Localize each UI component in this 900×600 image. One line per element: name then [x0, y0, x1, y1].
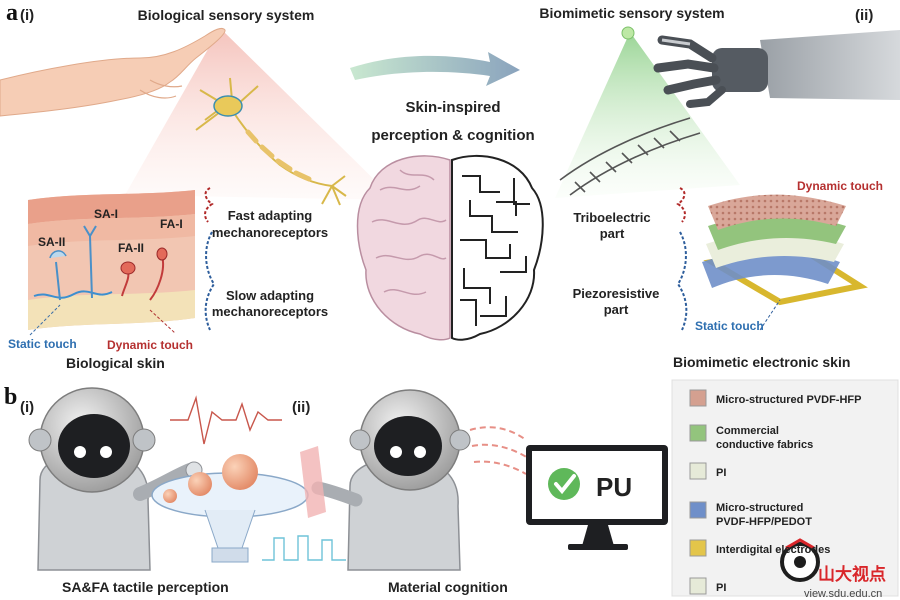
monitor	[526, 445, 668, 550]
brain-illustration	[356, 154, 544, 341]
robot-right-illustration	[311, 389, 471, 571]
legend-label-line2: PVDF-HFP/PEDOT	[716, 516, 812, 528]
biological-skin-label: Biological skin	[66, 355, 165, 371]
legend-rows: Micro-structured PVDF-HFP Commercial condu…	[689, 389, 861, 595]
static-touch-left: Static touch	[8, 337, 77, 351]
legend-label: PI	[716, 582, 726, 594]
waveform-blue	[262, 535, 346, 561]
panel-b-letter: b	[4, 384, 17, 410]
legend-item: Commercial conductive fabrics	[689, 424, 813, 451]
legend-label: Micro-structured	[716, 502, 803, 514]
triboelectric-line1: Triboelectric	[573, 210, 650, 225]
fast-adapting-brace	[204, 187, 214, 223]
legend-swatch	[689, 539, 707, 557]
biomimetic-sensory-title: Biomimetic sensory system	[539, 5, 724, 21]
legend-label: PI	[716, 467, 726, 479]
static-touch-right: Static touch	[695, 319, 764, 333]
panel-b-sub-ii: (ii)	[292, 399, 310, 416]
legend-label: Interdigital electrodes	[716, 544, 830, 556]
legend-swatch	[689, 577, 707, 595]
electrode-ribbon-illustration	[559, 117, 701, 196]
signal-stream	[469, 426, 529, 475]
dynamic-touch-left: Dynamic touch	[107, 338, 193, 352]
skin-label-sa2: SA-II	[38, 235, 65, 249]
watermark	[780, 538, 820, 582]
fast-adapting-line2: mechanoreceptors	[212, 225, 328, 240]
legend-item: Interdigital electrodes	[689, 539, 830, 557]
caption-tactile-perception: SA&FA tactile perception	[62, 579, 229, 595]
watermark-cn: 山大视点	[818, 564, 886, 585]
skin-label-sa1: SA-I	[94, 207, 118, 221]
robot-arm-illustration	[621, 26, 900, 108]
robot-left-illustration	[28, 387, 203, 571]
slow-adapting-brace	[204, 231, 216, 331]
transfer-arrow	[350, 52, 520, 86]
electronic-skin-layers	[702, 194, 868, 331]
legend-swatch	[689, 389, 707, 407]
legend-item: PI	[689, 462, 726, 480]
piezoresistive-brace	[676, 231, 688, 331]
legend-item: Micro-structured PVDF-HFP	[689, 389, 861, 407]
legend-swatch	[689, 501, 707, 519]
center-title-line2: perception & cognition	[371, 127, 534, 144]
slow-adapting-line2: mechanoreceptors	[212, 304, 328, 319]
bio-sensory-title: Biological sensory system	[138, 7, 315, 23]
panel-a-sub-i: (i)	[20, 7, 34, 24]
skin-label-fa1: FA-I	[160, 217, 183, 231]
caption-material-cognition: Material cognition	[388, 579, 508, 595]
waveform-red	[170, 395, 282, 445]
human-hand-illustration	[0, 27, 226, 117]
panel-b-sub-i: (i)	[20, 399, 34, 416]
legend-label: Commercial	[716, 425, 779, 437]
biomimetic-beam	[555, 32, 740, 198]
biological-beam	[125, 28, 395, 200]
legend-swatch	[689, 424, 707, 442]
triboelectric-brace	[676, 187, 686, 223]
piezoresistive-line2: part	[604, 302, 629, 317]
watermark-url: view.sdu.edu.cn	[804, 588, 882, 600]
piezoresistive-line1: Piezoresistive	[573, 286, 660, 301]
triboelectric-line2: part	[600, 226, 625, 241]
monitor-text: PU	[596, 472, 632, 502]
skin-label-fa2: FA-II	[118, 241, 144, 255]
panel-a-sub-ii: (ii)	[855, 7, 873, 24]
neuron-illustration	[195, 77, 347, 206]
fast-adapting-line1: Fast adapting	[228, 208, 313, 223]
sample-tray	[151, 454, 309, 563]
biological-skin-illustration	[28, 190, 195, 336]
legend-item: PI	[689, 577, 726, 595]
pu-sample	[300, 446, 326, 518]
slow-adapting-line1: Slow adapting	[226, 288, 314, 303]
panel-a-letter: a	[6, 0, 18, 26]
legend-swatch	[689, 462, 707, 480]
dynamic-touch-right: Dynamic touch	[797, 179, 883, 193]
center-title-line1: Skin-inspired	[405, 99, 500, 116]
legend-label: Micro-structured PVDF-HFP	[716, 394, 861, 406]
legend-label-line2: conductive fabrics	[716, 439, 813, 451]
biomimetic-skin-label: Biomimetic electronic skin	[673, 354, 850, 370]
